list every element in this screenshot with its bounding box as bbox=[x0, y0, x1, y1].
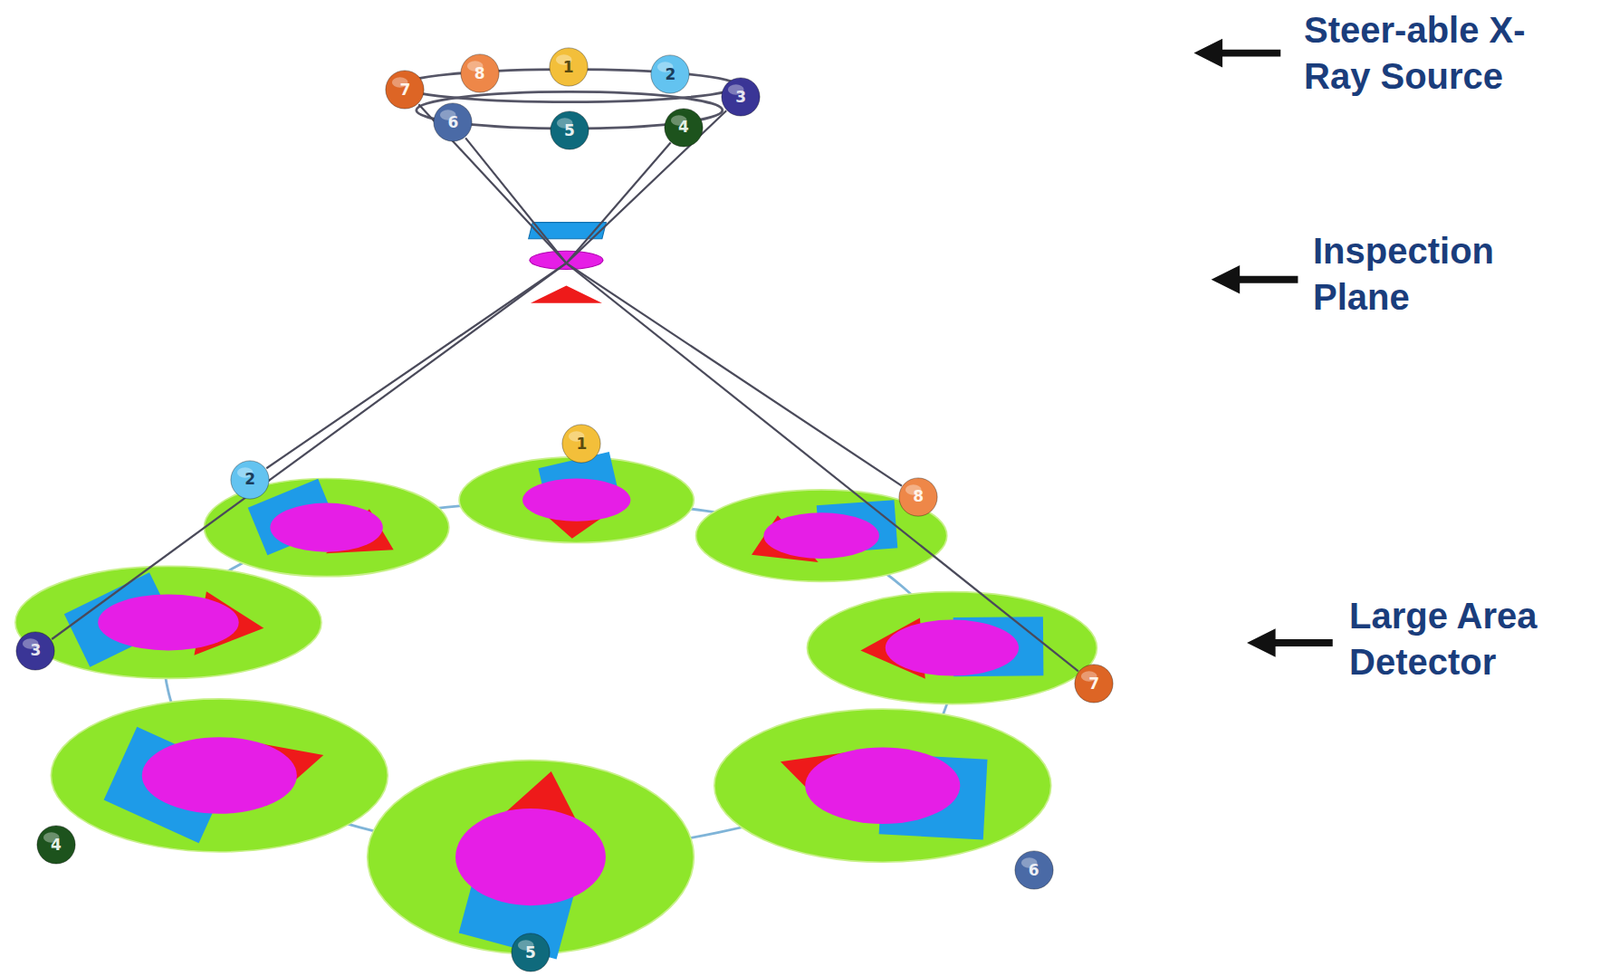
pointer-arrow bbox=[1229, 276, 1299, 284]
ball-body bbox=[37, 825, 76, 864]
pointer-arrow bbox=[1212, 49, 1282, 58]
shadow-ellipse bbox=[885, 620, 1019, 677]
callout-ball: 3 bbox=[15, 631, 56, 671]
shadow-ellipse bbox=[97, 594, 240, 651]
ball-body bbox=[664, 108, 703, 147]
ball-body bbox=[16, 632, 55, 671]
callout-ball: 6 bbox=[432, 102, 473, 143]
detector-disc bbox=[367, 760, 695, 960]
ray-line bbox=[51, 110, 727, 640]
ray-line bbox=[266, 143, 671, 470]
ball-body bbox=[433, 103, 472, 142]
callout-number: 8 bbox=[474, 66, 486, 82]
callout-ball: 7 bbox=[384, 69, 425, 110]
detector-area bbox=[50, 699, 388, 853]
callout-number: 5 bbox=[564, 123, 575, 139]
callout-ball: 5 bbox=[510, 932, 551, 973]
inspection-triangle bbox=[530, 286, 603, 304]
callout-ball: 2 bbox=[650, 54, 690, 95]
callout-ball: 5 bbox=[549, 110, 590, 151]
ball-body bbox=[385, 70, 424, 109]
callout-number: 1 bbox=[575, 436, 587, 452]
callout-number: 5 bbox=[525, 945, 537, 961]
ball-body bbox=[460, 54, 499, 93]
callout-number: 6 bbox=[447, 114, 459, 131]
callout-number: 2 bbox=[664, 67, 676, 83]
callout-ball: 6 bbox=[1014, 850, 1054, 891]
shadow-ellipse bbox=[763, 512, 880, 559]
shadow-ellipse bbox=[804, 747, 960, 824]
shadow-ellipse bbox=[142, 737, 298, 815]
detector-disc bbox=[15, 565, 322, 679]
detector-area bbox=[15, 565, 322, 679]
callout-ball: 3 bbox=[720, 76, 761, 117]
shadow-ellipse bbox=[455, 808, 606, 906]
callout-number: 1 bbox=[563, 59, 575, 76]
callout-ball: 1 bbox=[548, 47, 589, 87]
detector-area bbox=[806, 592, 1097, 705]
pointer-arrows bbox=[1193, 38, 1332, 658]
detector-disc bbox=[714, 708, 1052, 863]
ball-body bbox=[230, 460, 269, 499]
callout-number: 4 bbox=[50, 837, 62, 853]
ball-body bbox=[651, 55, 690, 94]
detector-area bbox=[714, 708, 1052, 863]
callout-ball: 8 bbox=[459, 53, 500, 94]
ball-body bbox=[549, 47, 588, 87]
callout-ball: 1 bbox=[561, 423, 602, 464]
callout-number: 4 bbox=[678, 119, 690, 135]
detector-disc bbox=[459, 451, 694, 543]
callout-number: 7 bbox=[399, 82, 411, 98]
callout-ball: 7 bbox=[1073, 663, 1114, 704]
part-label: Large Area Detector bbox=[1349, 593, 1558, 686]
arrow-head bbox=[1246, 628, 1276, 658]
part-label: Inspection Plane bbox=[1312, 228, 1540, 321]
detector-disc bbox=[50, 699, 388, 853]
callout-number: 2 bbox=[244, 471, 256, 488]
ball-body bbox=[511, 933, 550, 972]
callout-number: 8 bbox=[912, 488, 924, 505]
ray-line bbox=[418, 104, 1078, 671]
callout-number: 6 bbox=[1028, 862, 1040, 879]
callout-ball: 2 bbox=[229, 459, 270, 500]
callout-ball: 4 bbox=[663, 107, 704, 148]
callout-number: 3 bbox=[30, 642, 42, 659]
arrow-head bbox=[1193, 38, 1223, 68]
shadow-ellipse bbox=[269, 503, 383, 553]
ball-body bbox=[721, 77, 760, 116]
ray-line bbox=[465, 137, 902, 486]
callout-number: 3 bbox=[735, 89, 747, 106]
ball-body bbox=[550, 111, 589, 150]
inspection-ellipse bbox=[529, 250, 604, 269]
callout-number: 7 bbox=[1088, 676, 1100, 692]
shadow-ellipse bbox=[522, 479, 631, 522]
callout-ball: 8 bbox=[898, 477, 939, 518]
ball-body bbox=[562, 424, 601, 463]
ball-body bbox=[1074, 664, 1113, 703]
detector-disc bbox=[806, 592, 1097, 705]
callout-ball: 4 bbox=[36, 824, 77, 865]
part-label: Steer-able X-Ray Source bbox=[1303, 7, 1567, 100]
arrow-head bbox=[1211, 265, 1241, 295]
ball-body bbox=[1014, 851, 1053, 890]
ball-body bbox=[899, 478, 938, 517]
